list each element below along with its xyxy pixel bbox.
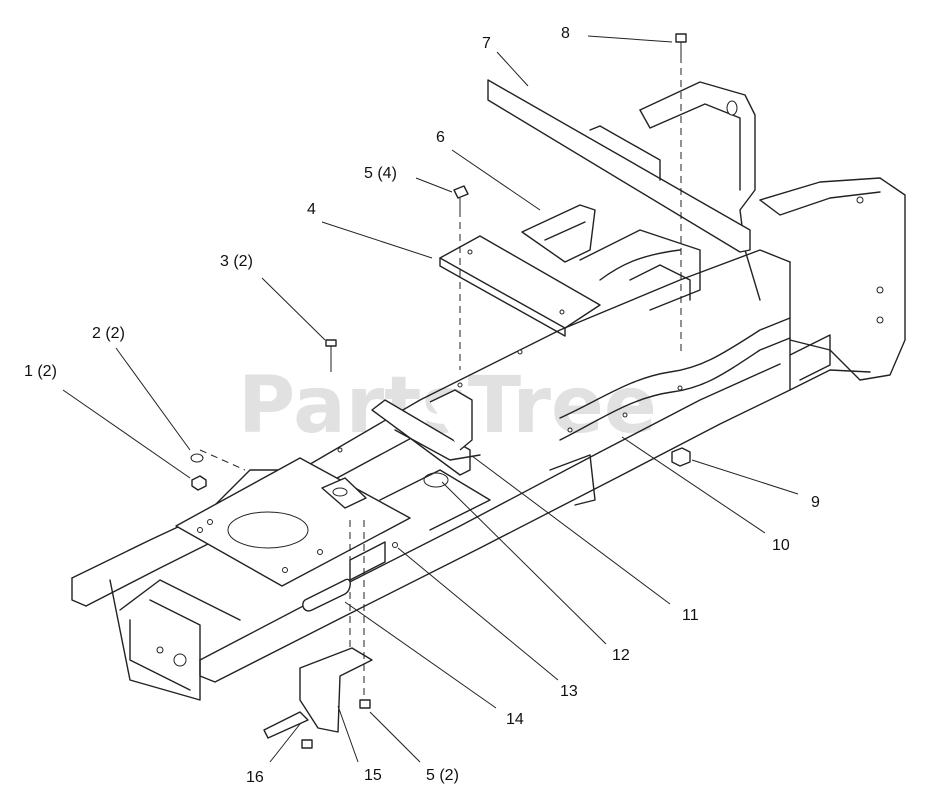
- part-7-bracket: [487, 79, 751, 253]
- callout-8: 8: [561, 25, 570, 42]
- callout-6: 6: [436, 129, 445, 146]
- callout-16: 16: [246, 769, 264, 786]
- callout-7: 7: [482, 35, 491, 52]
- part-15-bracket: [299, 647, 373, 733]
- part-4-plate: [439, 235, 601, 329]
- callout-12: 12: [612, 647, 630, 664]
- pedal-bracket: [371, 389, 596, 531]
- callout-9: 9: [811, 494, 820, 511]
- callout-14: 14: [506, 711, 524, 728]
- callout-15: 15: [364, 767, 382, 784]
- leader-lines: [62, 35, 799, 763]
- callout-5-top: 5 (4): [364, 165, 397, 182]
- rear-uprights: [639, 81, 906, 391]
- callout-2: 2 (2): [92, 325, 125, 342]
- fasteners: [190, 33, 691, 749]
- callout-labels: 1 (2) 2 (2) 3 (2) 4 5 (4) 6 7 8 9 10 11 …: [24, 25, 820, 786]
- callout-4: 4: [307, 201, 316, 218]
- callout-10: 10: [772, 537, 790, 554]
- callout-5-bottom: 5 (2): [426, 767, 459, 784]
- callout-11: 11: [682, 607, 699, 624]
- callout-3: 3 (2): [220, 253, 253, 270]
- callout-1: 1 (2): [24, 363, 57, 380]
- callout-13: 13: [560, 683, 578, 700]
